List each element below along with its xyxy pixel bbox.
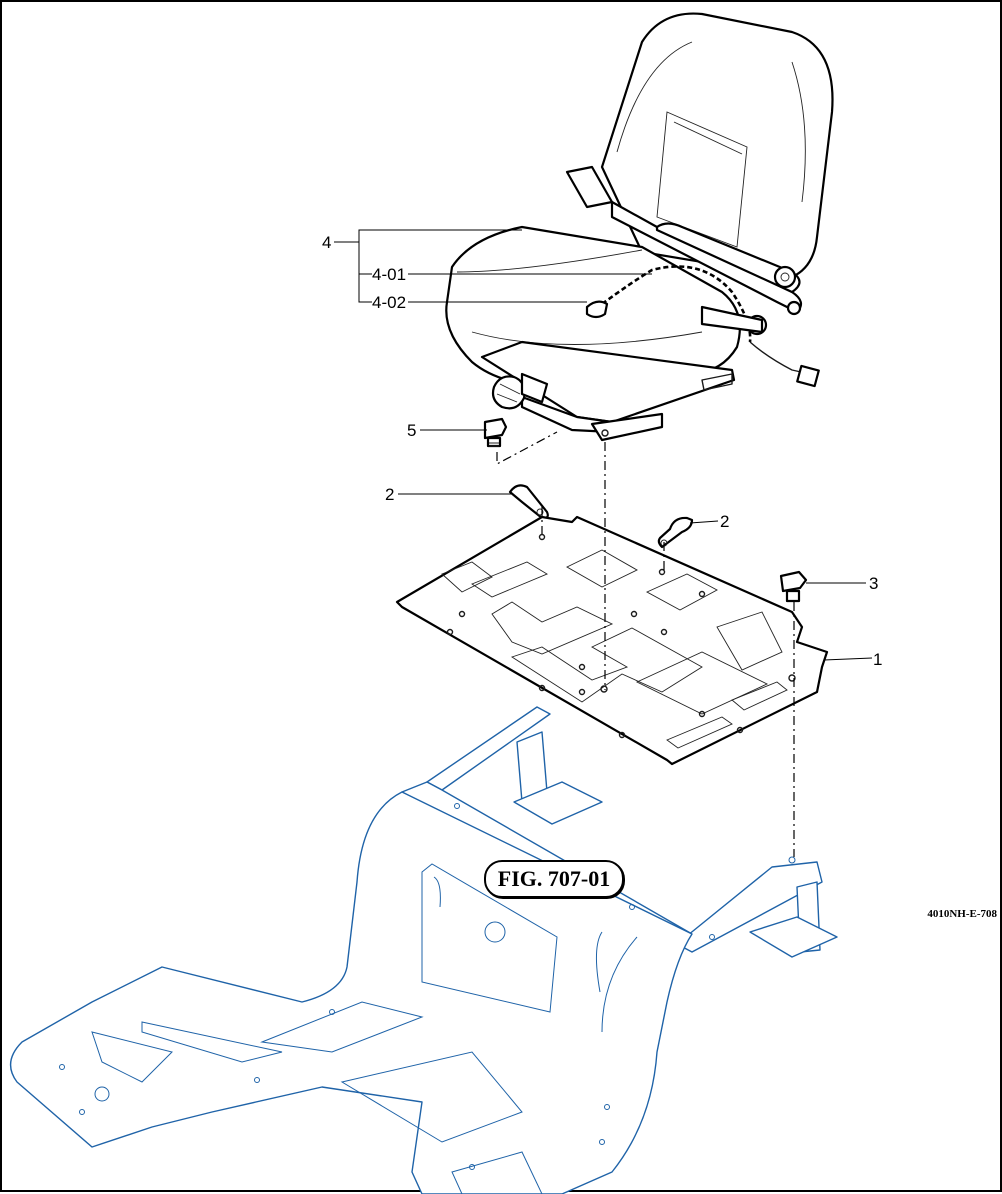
mounting-plate xyxy=(395,515,829,766)
operator-seat xyxy=(445,12,834,442)
callout-bolt-seat: 5 xyxy=(407,421,417,440)
callout-seat-switch: 4-01 xyxy=(372,265,407,284)
bolt-5-seat xyxy=(483,417,508,448)
callout-seat-switch-part: 4-02 xyxy=(372,293,407,312)
callout-seat-assembly: 4 xyxy=(322,233,332,252)
callout-bolt-plate: 3 xyxy=(869,574,879,593)
bolt-3-plate xyxy=(779,570,808,603)
callout-mounting-plate: 1 xyxy=(873,650,883,669)
frame-structure xyxy=(9,706,838,1194)
figure-label: FIG. 707-01 xyxy=(484,860,624,898)
callout-bracket-left: 2 xyxy=(385,485,395,504)
assembly-lines xyxy=(496,431,795,857)
drawing-code: 4010NH-E-708 xyxy=(927,908,997,920)
leader-lines xyxy=(334,229,873,661)
callout-bracket-right: 2 xyxy=(720,512,730,531)
